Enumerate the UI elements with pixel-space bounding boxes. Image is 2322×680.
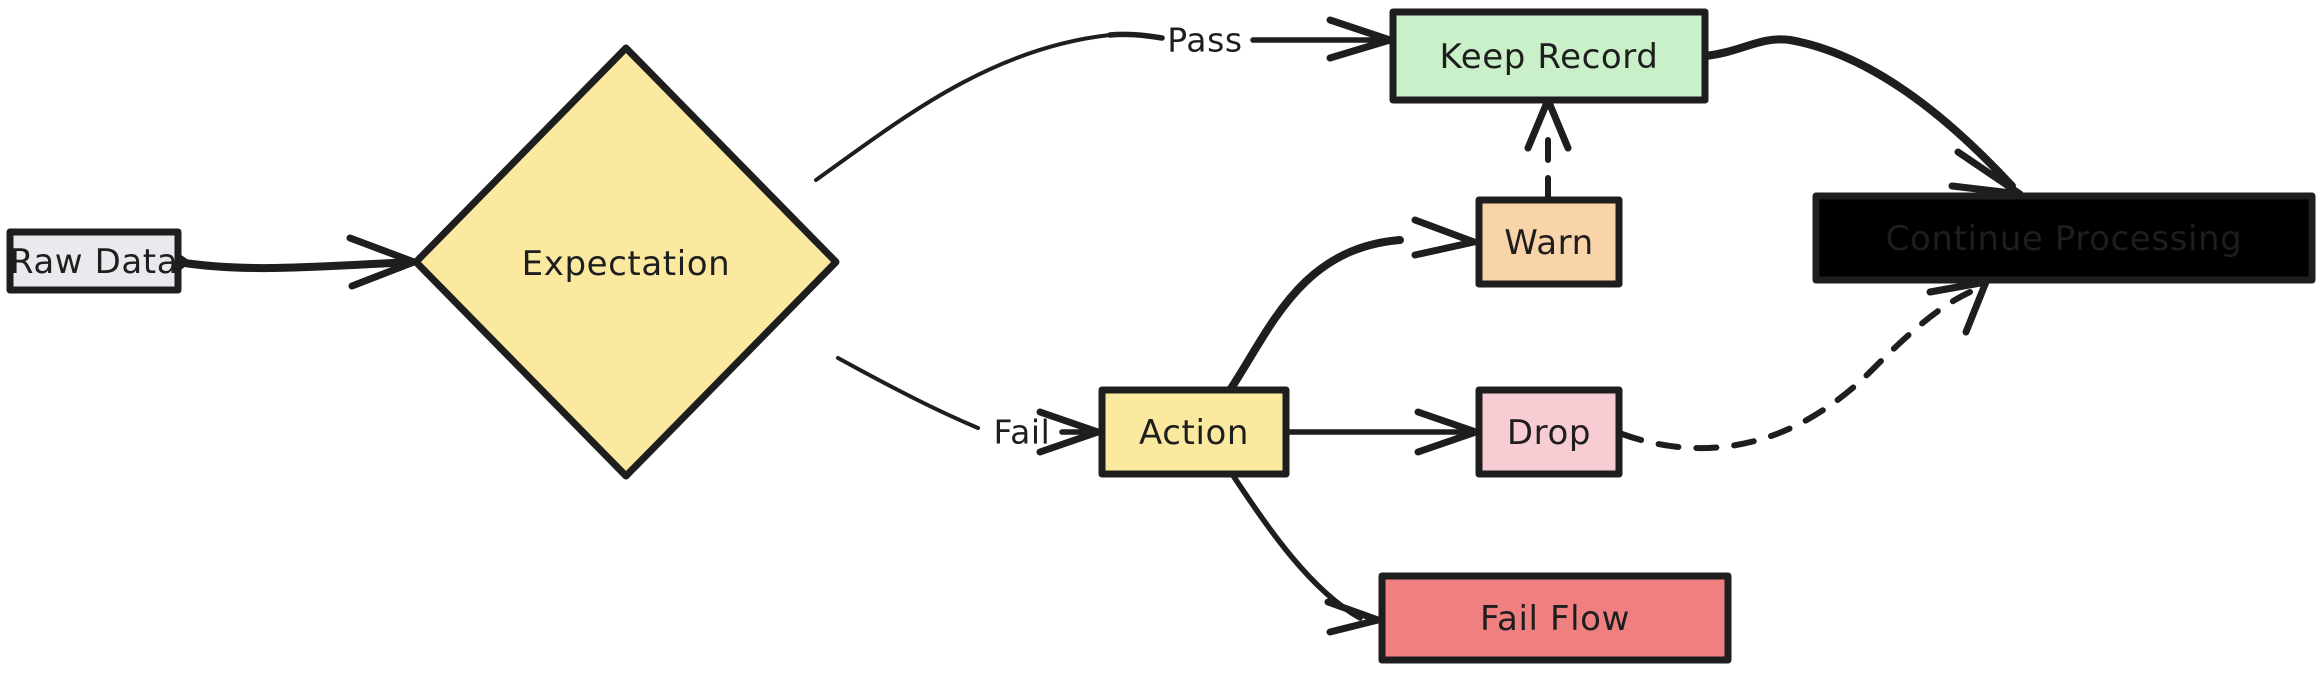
edge-line-b — [1107, 31, 1165, 41]
edge-drop-to-continue — [1619, 278, 1990, 452]
node-action-shape — [1098, 386, 1290, 478]
edge-expectation-to-keep-record — [814, 16, 1394, 182]
edge-line — [836, 356, 980, 430]
arrow-head-icon — [1036, 408, 1102, 456]
node-keep-record[interactable]: Keep Record — [1389, 8, 1709, 104]
arrow-head-icon — [1411, 216, 1478, 259]
edge-action-to-fail-flow — [1229, 471, 1382, 636]
edge-line — [174, 258, 414, 273]
node-warn-shape — [1475, 196, 1623, 288]
node-warn[interactable]: Warn — [1475, 196, 1623, 288]
node-drop-label: Drop — [1507, 413, 1591, 453]
edge-label-fail: Fail — [994, 413, 1051, 452]
edge-warn-to-keep-record — [1524, 96, 1572, 201]
edge-expectation-to-action — [836, 356, 1102, 456]
node-fail-flow-shape — [1378, 572, 1732, 664]
edge-line — [1229, 471, 1363, 621]
node-action[interactable]: Action — [1098, 386, 1290, 478]
edge-line — [1619, 289, 1973, 452]
node-fail-flow-label: Fail Flow — [1480, 599, 1630, 639]
node-keep-record-label: Keep Record — [1440, 37, 1659, 77]
node-drop[interactable]: Drop — [1475, 386, 1623, 478]
edge-action-to-drop — [1283, 408, 1480, 456]
edge-label-pass: Pass — [1167, 21, 1242, 60]
edge-keep-record-to-continue — [1701, 35, 2024, 198]
edge-line — [1701, 35, 2016, 190]
node-continue-processing-label: Continue Processing — [1886, 219, 2243, 259]
edge-action-to-warn — [1226, 216, 1478, 394]
edge-raw-data-to-expectation — [173, 234, 418, 290]
node-drop-shape — [1475, 386, 1623, 478]
arrow-head-icon — [1324, 598, 1382, 636]
node-continue-processing[interactable]: Continue Processing — [1812, 192, 2316, 284]
node-expectation-label: Expectation — [522, 244, 731, 284]
node-continue-processing-shape — [1812, 192, 2316, 284]
node-raw-data-shape — [6, 228, 182, 294]
node-raw-data-label: Raw Data — [10, 242, 178, 282]
node-warn-label: Warn — [1504, 223, 1594, 263]
arrow-head-icon — [1926, 278, 1990, 336]
node-expectation-shape — [412, 44, 840, 480]
node-keep-record-shape — [1389, 8, 1709, 104]
node-fail-flow[interactable]: Fail Flow — [1378, 572, 1732, 664]
edge-line — [814, 33, 1112, 182]
node-expectation[interactable]: Expectation — [412, 44, 840, 480]
edge-line — [1226, 236, 1404, 394]
node-raw-data[interactable]: Raw Data — [6, 228, 182, 294]
node-action-label: Action — [1139, 413, 1249, 453]
